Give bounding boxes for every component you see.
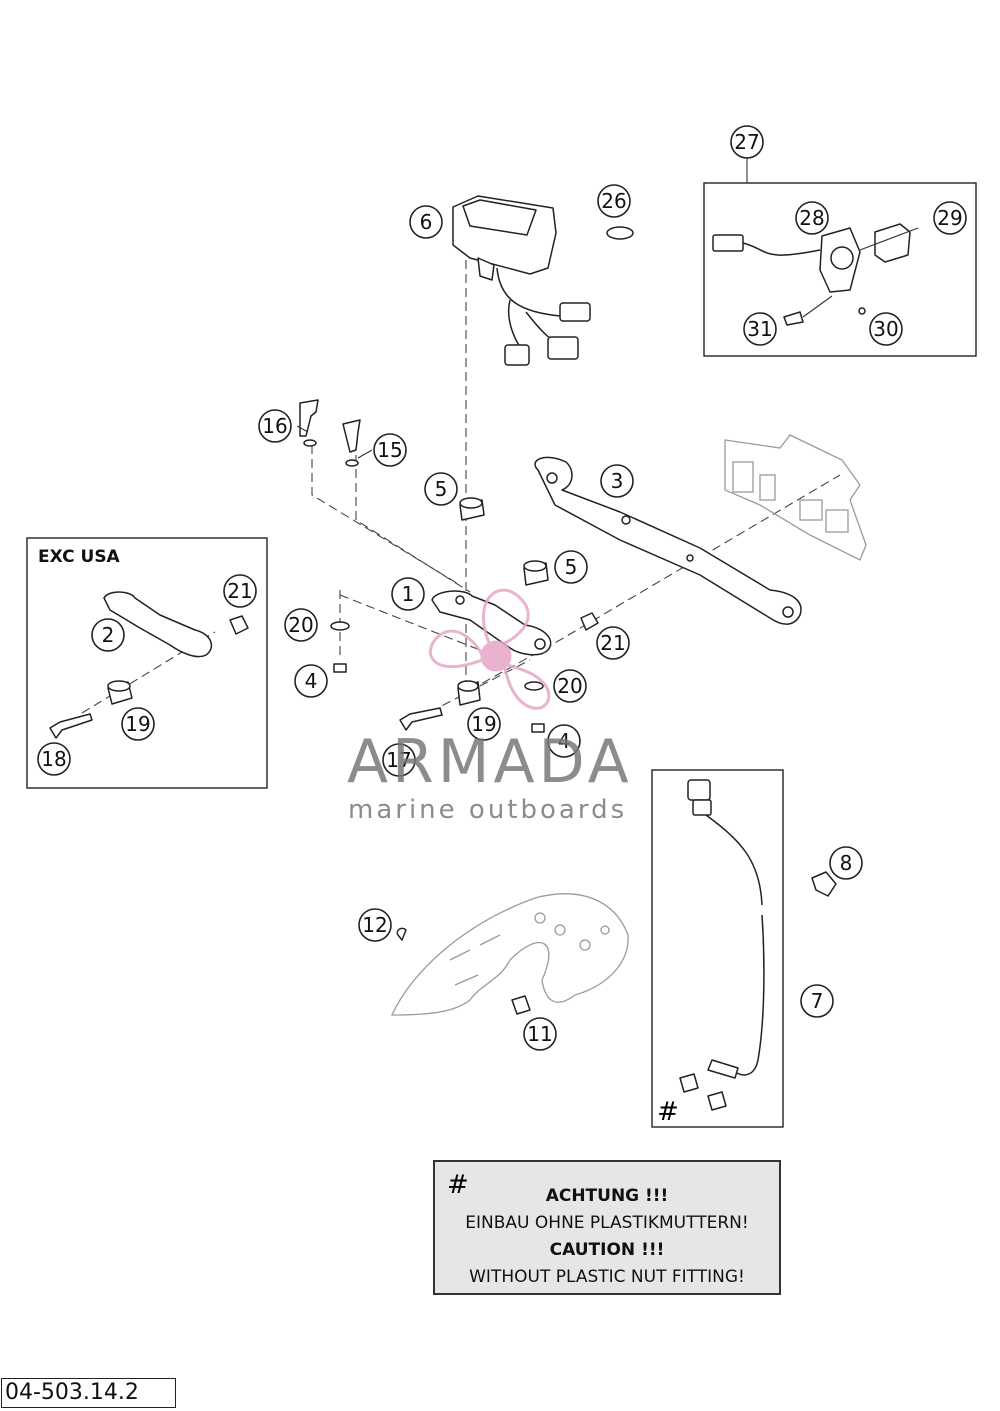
callout-26: 26 (597, 184, 631, 218)
callout-30: 30 (869, 312, 903, 346)
callout-5b-label: 5 (565, 555, 578, 579)
instrument-bracket (431, 590, 552, 656)
callout-18: 18 (37, 742, 71, 776)
callout-6: 6 (409, 205, 443, 239)
callout-7-label: 7 (811, 989, 824, 1013)
callout-5b: 5 (554, 550, 588, 584)
notice-hash: # (447, 1170, 469, 1200)
brake-disc-outline (390, 893, 629, 1016)
callout-19a-label: 19 (125, 712, 150, 736)
callout-16-label: 16 (262, 414, 287, 438)
callout-21a-label: 21 (227, 579, 252, 603)
hash-mark: # (657, 1097, 679, 1127)
callout-11-label: 11 (527, 1022, 552, 1046)
callout-12: 12 (358, 908, 392, 942)
callout-6-label: 6 (420, 210, 433, 234)
callout-16: 16 (258, 409, 292, 443)
callout-29: 29 (933, 201, 967, 235)
callout-1: 1 (391, 577, 425, 611)
callout-7: 7 (800, 984, 834, 1018)
callout-20b: 20 (553, 669, 587, 703)
mounting-bar (534, 456, 802, 625)
callout-5a: 5 (424, 472, 458, 506)
sensor-assembly (712, 223, 919, 326)
callout-8-label: 8 (840, 851, 853, 875)
callout-2: 2 (91, 618, 125, 652)
notice-line-2: EINBAU OHNE PLASTIKMUTTERN! (465, 1213, 749, 1233)
caution-notice: # ACHTUNG !!! EINBAU OHNE PLASTIKMUTTERN… (433, 1160, 781, 1295)
callout-17: 17 (382, 743, 416, 777)
watermark-propeller (429, 588, 551, 710)
callout-19b: 19 (467, 707, 501, 741)
callout-20a-label: 20 (288, 613, 313, 637)
callout-2-label: 2 (102, 623, 115, 647)
callout-30-label: 30 (873, 317, 898, 341)
callout-8: 8 (829, 846, 863, 880)
callout-21b-label: 21 (600, 631, 625, 655)
cap-disc (606, 226, 634, 240)
callout-18-label: 18 (41, 747, 66, 771)
watermark-tagline: marine outboards (348, 795, 628, 825)
callout-28-label: 28 (799, 206, 824, 230)
callout-19a: 19 (121, 707, 155, 741)
callout-29-label: 29 (937, 206, 962, 230)
callout-20b-label: 20 (557, 674, 582, 698)
notice-line-4: WITHOUT PLASTIC NUT FITTING! (469, 1267, 745, 1287)
callout-21a: 21 (223, 574, 257, 608)
callout-15: 15 (373, 433, 407, 467)
callout-26-label: 26 (601, 189, 626, 213)
callout-27-label: 27 (734, 130, 759, 154)
watermark-brand: ARMADA (347, 727, 633, 797)
callout-15-label: 15 (377, 438, 402, 462)
callout-5a-label: 5 (435, 477, 448, 501)
callout-17-label: 17 (386, 748, 411, 772)
callout-4a-label: 4 (305, 669, 318, 693)
callout-4b: 4 (547, 724, 581, 758)
assembly-lines (81, 260, 841, 714)
callout-1-label: 1 (402, 582, 415, 606)
callout-3-label: 3 (611, 469, 624, 493)
drawing-code: 04-503.14.2 (1, 1378, 176, 1408)
callout-4a: 4 (294, 664, 328, 698)
exc-usa-label: EXC USA (38, 547, 120, 567)
headlight-bracket-outline (724, 434, 867, 561)
callout-21b: 21 (596, 626, 630, 660)
callout-31-label: 31 (747, 317, 772, 341)
callout-31: 31 (743, 312, 777, 346)
callout-27: 27 (730, 125, 764, 159)
hardware (49, 399, 599, 739)
exc-usa-box (26, 537, 268, 789)
callout-28: 28 (795, 201, 829, 235)
notice-line-3: CAUTION !!! (549, 1240, 665, 1260)
leader-lines (296, 157, 748, 459)
speed-sensor-box (651, 769, 784, 1128)
callout-11: 11 (523, 1017, 557, 1051)
sensor-detail-box (703, 182, 977, 357)
rubber-grommets (107, 497, 549, 706)
exc-usa-bracket (103, 591, 213, 658)
callout-3: 3 (600, 464, 634, 498)
callout-4b-label: 4 (558, 729, 571, 753)
callout-20a: 20 (284, 608, 318, 642)
callout-19b-label: 19 (471, 712, 496, 736)
notice-line-1: ACHTUNG !!! (545, 1186, 669, 1206)
instrument-unit (452, 195, 591, 366)
cable-clip (811, 871, 837, 897)
speed-sensor-cable (679, 779, 765, 1111)
callout-12-label: 12 (362, 913, 387, 937)
